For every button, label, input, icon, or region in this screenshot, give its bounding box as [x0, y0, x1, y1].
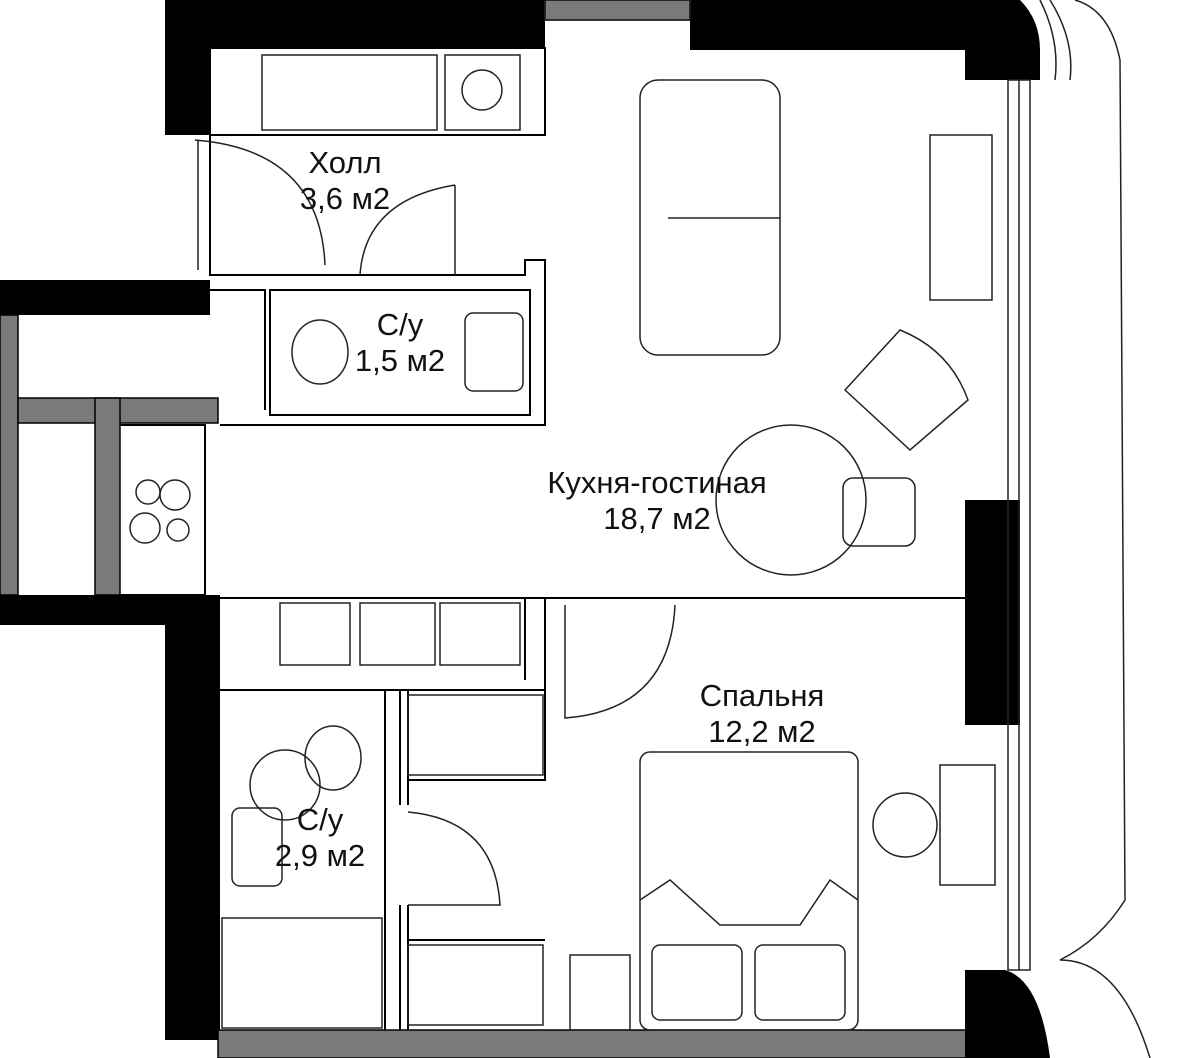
- room-area: 12,2 м2: [708, 714, 816, 749]
- windows: [544, 0, 1151, 1058]
- room-name: Спальня: [699, 678, 825, 713]
- furniture: [129, 54, 996, 1031]
- room-name: Холл: [308, 145, 382, 180]
- partitions: [120, 47, 965, 1030]
- room-name: С/у: [376, 307, 424, 342]
- room-label-bathroom-2: С/у 2,9 м2: [275, 802, 365, 874]
- doors: [194, 139, 676, 906]
- room-label-kitchen-living: Кухня-гостиная 18,7 м2: [547, 465, 766, 537]
- room-name: С/у: [296, 802, 344, 837]
- room-label-bathroom-1: С/у 1,5 м2: [355, 307, 445, 379]
- room-area: 1,5 м2: [354, 343, 446, 378]
- room-label-hall: Холл 3,6 м2: [300, 145, 390, 217]
- outer-walls: [0, 0, 1050, 1058]
- room-area: 3,6 м2: [299, 181, 391, 216]
- room-area: 2,9 м2: [274, 838, 366, 873]
- room-area: 18,7 м2: [603, 501, 711, 536]
- room-name: Кухня-гостиная: [547, 465, 767, 500]
- room-label-bedroom: Спальня 12,2 м2: [700, 678, 825, 750]
